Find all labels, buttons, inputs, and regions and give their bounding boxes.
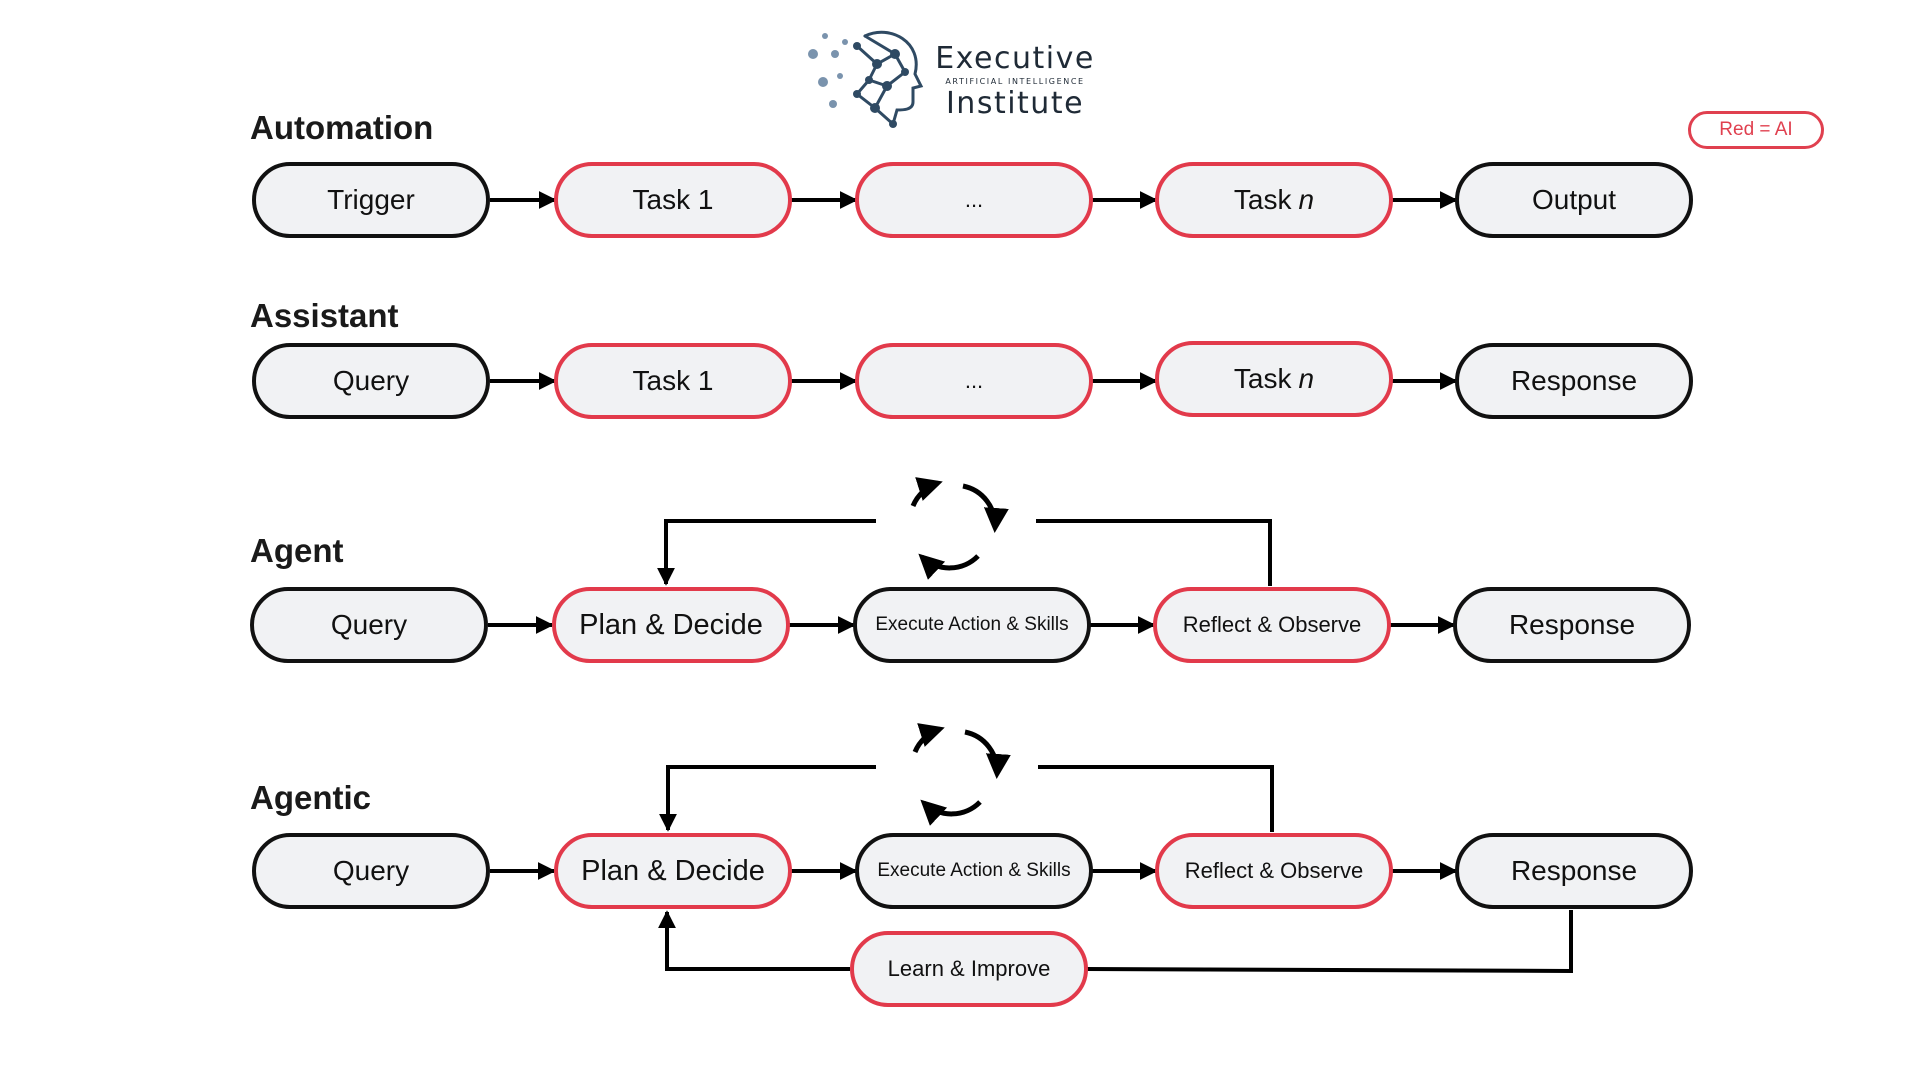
node-response: Response: [1455, 833, 1693, 909]
logo-subtitle: ARTIFICIAL INTELLIGENCE: [945, 77, 1085, 86]
node-execute-action-skills: Execute Action & Skills: [853, 587, 1091, 663]
node-reflect-observe: Reflect & Observe: [1155, 833, 1393, 909]
node-response: Response: [1453, 587, 1691, 663]
node-task-1: Task 1: [554, 162, 792, 238]
node-reflect-observe: Reflect & Observe: [1153, 587, 1391, 663]
row-title-assistant: Assistant: [250, 297, 399, 334]
node-execute-action-skills: Execute Action & Skills: [855, 833, 1093, 909]
row-title-automation: Automation: [250, 109, 434, 146]
node-query: Query: [252, 833, 490, 909]
node-task-1: Task 1: [554, 343, 792, 419]
learn-loop-left: [658, 910, 850, 971]
node-plan-decide: Plan & Decide: [554, 833, 792, 909]
agent-loop-left: [657, 519, 876, 586]
node-ellipsis: ...: [855, 343, 1093, 419]
node-trigger: Trigger: [252, 162, 490, 238]
node-query: Query: [250, 587, 488, 663]
ai-head-network-icon: [808, 30, 924, 128]
logo-title: Executive: [935, 41, 1095, 76]
node-ellipsis: ...: [855, 162, 1093, 238]
row-title-agentic: Agentic: [250, 779, 372, 816]
agentic-loop-right: [1038, 765, 1274, 832]
learn-loop-right: [1085, 910, 1573, 974]
logo-title-line2: Institute: [945, 86, 1085, 121]
agentic-loop-left: [659, 765, 876, 832]
agent-loop-right: [1036, 519, 1272, 586]
executive-institute-logo: Executive ARTIFICIAL INTELLIGENCE Instit…: [805, 24, 1105, 140]
node-plan-decide: Plan & Decide: [552, 587, 790, 663]
cycle-arrows-icon: [910, 477, 1009, 580]
cycle-arrows-icon: [912, 723, 1011, 826]
node-learn-improve: Learn & Improve: [850, 931, 1088, 1007]
node-label: Task: [1233, 184, 1292, 215]
node-label-suffix: n: [1298, 184, 1315, 215]
logo-wordmark: Executive ARTIFICIAL INTELLIGENCE Instit…: [930, 42, 1100, 120]
node-output: Output: [1455, 162, 1693, 238]
row-title-agent: Agent: [250, 532, 344, 569]
node-label: Task: [1233, 363, 1292, 394]
node-query: Query: [252, 343, 490, 419]
node-label-suffix: n: [1298, 363, 1315, 394]
legend-ai: Red = AI: [1688, 111, 1824, 149]
node-response: Response: [1455, 343, 1693, 419]
